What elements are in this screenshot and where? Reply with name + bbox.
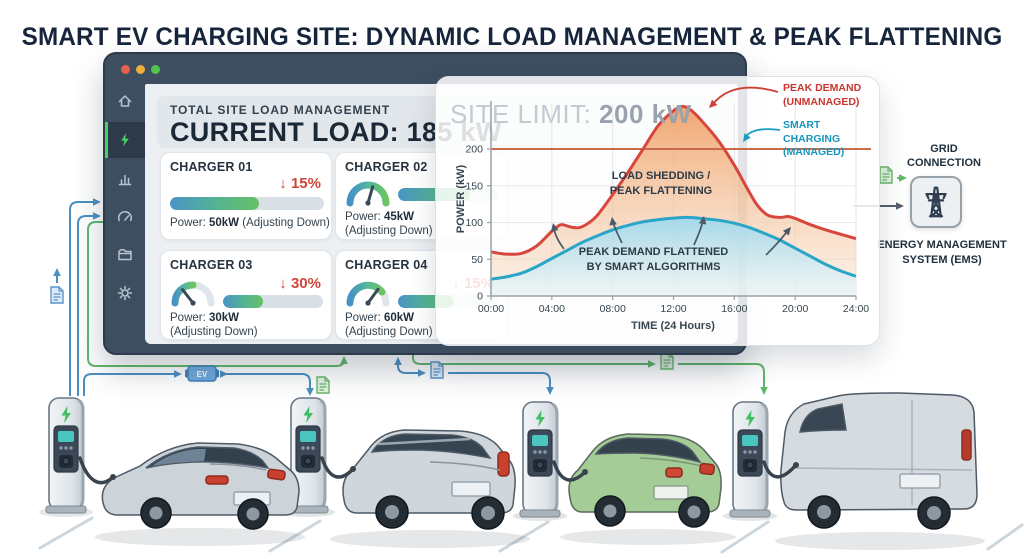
- charging-station-3: [511, 400, 569, 523]
- battery-icon: EV: [185, 365, 219, 382]
- site-limit-label: SITE LIMIT: 200 kW: [450, 99, 692, 129]
- charger-name: CHARGER 03: [170, 258, 253, 272]
- svg-text:08:00: 08:00: [600, 303, 626, 315]
- power-text: Power: 60kW (Adjusting Down): [345, 312, 433, 339]
- charging-station-1: [37, 396, 95, 519]
- document-icon: [879, 166, 893, 184]
- charger-card-1: CHARGER 01 ↓ 15% Power: 50kW (Adjusting …: [160, 152, 332, 240]
- ems-label: ENERGY MANAGEMENT SYSTEM (EMS): [877, 239, 1007, 266]
- power-text: Power: 30kW (Adjusting Down): [170, 312, 258, 339]
- minimize-button[interactable]: [136, 65, 145, 74]
- sidebar-item-performance[interactable]: [105, 200, 145, 234]
- ems-arrowhead: [896, 202, 904, 210]
- sidebar-item-analytics[interactable]: [105, 162, 145, 196]
- sidebar-item-energy[interactable]: [105, 122, 145, 158]
- svg-text:24:00: 24:00: [843, 303, 869, 315]
- bar-chart-icon: [118, 174, 132, 186]
- sidebar: [105, 84, 145, 353]
- svg-text:20:00: 20:00: [782, 303, 808, 315]
- document-icon: [50, 286, 64, 304]
- load-chart-card: 0 50 100 150 200 00:00 04:00 08:00 12:00 16:00 20:…: [435, 76, 880, 346]
- sidebar-item-home[interactable]: [105, 84, 145, 118]
- svg-text:04:00: 04:00: [539, 303, 565, 315]
- ems-box: [910, 176, 962, 228]
- power-gauge: [171, 281, 215, 307]
- svg-text:200: 200: [465, 144, 483, 156]
- peak-demand-arrow: [711, 86, 779, 106]
- charging-cables: [78, 456, 797, 485]
- svg-text:150: 150: [465, 180, 483, 192]
- charging-station-4: [721, 400, 779, 523]
- svg-text:EV: EV: [197, 370, 208, 379]
- transmission-tower-icon: [925, 186, 947, 218]
- data-connectors-green: [87, 177, 902, 390]
- gauge-icon: [117, 211, 133, 222]
- power-text: Power: 45kW (Adjusting Down): [345, 211, 433, 238]
- power-gauge: [346, 181, 390, 207]
- ev-hatchback: [568, 433, 722, 528]
- svg-text:TIME (24 Hours): TIME (24 Hours): [631, 320, 715, 332]
- reduction-badge: ↓ 15%: [279, 175, 321, 192]
- ev-sedan: [101, 442, 300, 530]
- data-connectors-blue: [56, 201, 551, 396]
- reduction-badge: ↓ 30%: [279, 275, 321, 292]
- grid-connection-label: GRID CONNECTION: [907, 143, 981, 170]
- ev-van: [780, 392, 978, 530]
- parking-lines: [38, 516, 1024, 554]
- smart-charging-arrow: [744, 128, 781, 139]
- svg-text:00:00: 00:00: [478, 303, 504, 315]
- gear-icon: [117, 285, 133, 301]
- power-gauge: [346, 281, 390, 307]
- window-titlebar: [105, 54, 745, 84]
- svg-text:POWER (kW): POWER (kW): [455, 164, 467, 233]
- annotation-load-shedding: LOAD SHEDDING / PEAK FLATTENING: [609, 170, 713, 197]
- load-chart: 0 50 100 150 200 00:00 04:00 08:00 12:00 16:00 20:…: [455, 86, 871, 332]
- home-icon: [118, 95, 132, 107]
- legend-smart-charging: SMART CHARGING (MANAGED): [783, 119, 845, 159]
- svg-text:100: 100: [465, 217, 483, 229]
- charger-name: CHARGER 04: [345, 258, 428, 272]
- charger-name: CHARGER 02: [345, 160, 428, 174]
- svg-text:16:00: 16:00: [721, 303, 747, 315]
- legend-peak-demand: PEAK DEMAND (UNMANAGED): [783, 82, 862, 108]
- folder-icon: [118, 249, 132, 261]
- page-title: SMART EV CHARGING SITE: DYNAMIC LOAD MAN…: [21, 22, 1003, 51]
- charger-card-3: CHARGER 03 ↓ 30% Power: 30kW (Adjusting …: [160, 250, 332, 340]
- power-text: Power: 50kW (Adjusting Down): [170, 217, 330, 229]
- bolt-icon: [121, 133, 129, 147]
- sidebar-item-settings[interactable]: [105, 276, 145, 310]
- ev-suv: [342, 429, 516, 530]
- document-icon: [430, 361, 444, 379]
- smart-charging-arrowhead: [739, 133, 751, 145]
- header-subtitle: TOTAL SITE LOAD MANAGEMENT: [170, 103, 391, 117]
- maximize-button[interactable]: [151, 65, 160, 74]
- charger-name: CHARGER 01: [170, 160, 253, 174]
- svg-text:50: 50: [471, 254, 483, 266]
- document-icon: [660, 352, 674, 370]
- close-button[interactable]: [121, 65, 130, 74]
- svg-text:0: 0: [477, 291, 483, 303]
- svg-text:12:00: 12:00: [660, 303, 686, 315]
- power-bar: [170, 197, 324, 210]
- power-bar: [223, 295, 323, 308]
- document-icon: [316, 376, 330, 394]
- sidebar-item-files[interactable]: [105, 238, 145, 272]
- annotation-peak-flattened: PEAK DEMAND FLATTENED BY SMART ALGORITHM…: [578, 246, 729, 273]
